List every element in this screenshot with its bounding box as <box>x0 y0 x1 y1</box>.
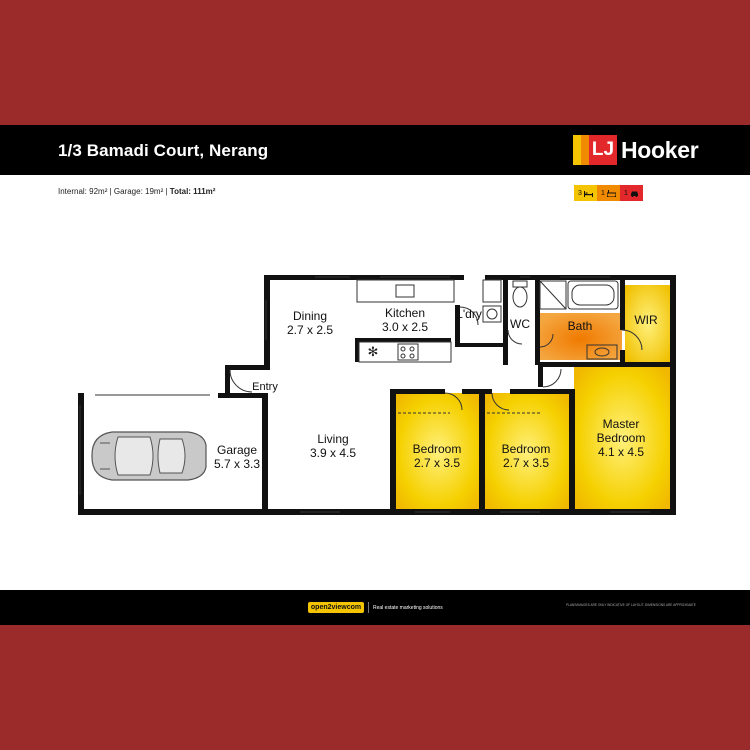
lj-logo-text: Hooker <box>621 136 699 163</box>
footer-bar: open2viewcom Real estate marketing solut… <box>0 590 750 625</box>
bedroom-count-badge: 3 <box>574 185 597 201</box>
bathroom-count-badge: 1 <box>597 185 620 201</box>
bath-icon <box>606 189 616 197</box>
disclaimer-text: PLANS/IMAGES ARE ONLY INDICATIVE OF LAYO… <box>566 603 696 607</box>
garage-area: Garage: 19m² <box>113 187 164 196</box>
bed-icon <box>583 190 593 197</box>
car-icon-garage <box>91 431 207 481</box>
lj-hooker-logo: LJ Hooker <box>573 135 699 165</box>
room-bath: Bath <box>567 319 593 333</box>
wir-fill <box>625 285 671 362</box>
floor-plan: ✻ <box>78 275 676 515</box>
car-icon <box>630 191 638 197</box>
lj-logo-mark: LJ <box>573 135 617 165</box>
area-summary: Internal: 92m² | Garage: 19m² | Total: 1… <box>58 187 216 196</box>
floorplan-sheet: 1/3 Bamadi Court, Nerang LJ Hooker Inter… <box>0 125 750 625</box>
internal-area: Internal: 92m² <box>58 187 108 196</box>
room-laundry: L'dry <box>456 307 482 321</box>
total-area: Total: 111m² <box>169 187 216 196</box>
car-count-badge: 1 <box>620 185 643 201</box>
open2view-logo-mark: open2viewcom <box>308 602 364 613</box>
property-address: 1/3 Bamadi Court, Nerang <box>58 141 269 160</box>
open2view-tagline: Real estate marketing solutions <box>373 604 443 611</box>
feature-badges: 3 1 1 <box>574 185 643 201</box>
fridge-icon: ✻ <box>368 345 379 360</box>
room-wc: WC <box>510 317 530 331</box>
lj-logo-letters: LJ <box>589 135 617 165</box>
room-entry: Entry <box>252 381 278 393</box>
room-wir: WIR <box>634 313 658 327</box>
master-bedroom-fill <box>574 367 671 511</box>
open2view-logo: open2viewcom Real estate marketing solut… <box>308 602 443 613</box>
header-bar: 1/3 Bamadi Court, Nerang LJ Hooker <box>0 125 750 175</box>
